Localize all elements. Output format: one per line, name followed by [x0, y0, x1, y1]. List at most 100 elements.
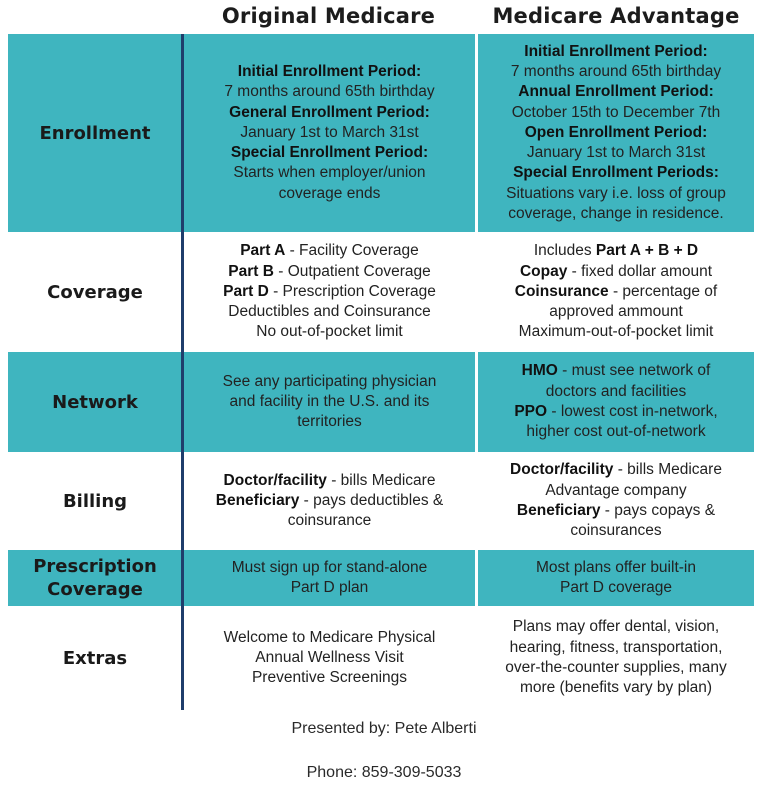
- cell-line-text: - must see network of: [557, 362, 711, 380]
- cell-line-text: Most plans offer built-in: [536, 558, 696, 576]
- cell-line: Part D - Prescription Coverage: [223, 282, 436, 302]
- cell-line: Part A - Facility Coverage: [240, 241, 419, 261]
- cell-line-text: - pays copays &: [600, 502, 716, 519]
- cell-line-text: - Prescription Coverage: [268, 282, 436, 300]
- cell-line-text: January 1st to March 31st: [240, 123, 419, 141]
- cell-line-text: coinsurance: [287, 512, 372, 530]
- cell-line: Part B - Outpatient Coverage: [228, 262, 430, 282]
- cell-line: Part D coverage: [560, 578, 672, 598]
- cell-line-term: Beneficiary: [215, 491, 300, 509]
- cell-line-text: coverage ends: [278, 184, 381, 202]
- cell-line: coinsurances: [570, 521, 661, 541]
- cell-line: Situations vary i.e. loss of group: [506, 184, 726, 204]
- cell-original: See any participating physician and facil…: [184, 352, 475, 452]
- row-label-line: Extras: [62, 647, 128, 669]
- row-label: Coverage: [8, 232, 182, 352]
- cell-line-text: October 15th to December 7th: [511, 103, 721, 121]
- cell-line-text: Deductibles and Coinsurance: [228, 303, 431, 321]
- cell-line: See any participating physician: [223, 372, 437, 392]
- cell-line-term: Special Enrollment Period:: [230, 144, 429, 162]
- cell-line-text: - fixed dollar amount: [567, 262, 713, 280]
- cell-line: Beneficiary - pays deductibles &: [216, 491, 443, 511]
- table-header: Original Medicare Medicare Advantage: [0, 0, 768, 36]
- cell-line: more (benefits vary by plan): [520, 678, 712, 698]
- cell-line-term: Initial Enrollment Period:: [524, 42, 708, 60]
- cell-line-term: Annual Enrollment Period:: [518, 83, 714, 101]
- cell-line-text: - Facility Coverage: [285, 242, 419, 260]
- cell-line-text: Situations vary i.e. loss of group: [506, 184, 726, 202]
- cell-line-term: Copay: [519, 262, 568, 280]
- cell-line-term: Part B: [228, 262, 274, 280]
- cell-line: PPO - lowest cost in-network,: [514, 402, 717, 422]
- cell-line: Initial Enrollment Period:: [238, 62, 421, 82]
- cell-line-text: 7 months around 65th birthday: [510, 62, 722, 80]
- cell-line-term: Part A + B + D: [595, 242, 699, 260]
- cell-line-text: Welcome to Medicare Physical: [223, 628, 436, 646]
- cell-line-term: HMO: [521, 362, 558, 380]
- cell-line: HMO - must see network of: [522, 361, 711, 381]
- row-label: Billing: [8, 452, 182, 550]
- cell-line-text: doctors and facilities: [545, 382, 687, 400]
- cell-line-text: - Outpatient Coverage: [273, 262, 431, 280]
- cell-line: Includes Part A + B + D: [534, 241, 698, 261]
- cell-line-text: See any participating physician: [222, 372, 437, 390]
- cell-line-text: Advantage company: [545, 481, 687, 499]
- row-label-line: Network: [52, 391, 138, 413]
- cell-line-term: Doctor/facility: [510, 461, 614, 479]
- cell-line: 7 months around 65th birthday: [511, 62, 721, 82]
- phone-text: Phone: 859-309-5033: [306, 764, 462, 781]
- cell-line-term: Beneficiary: [516, 502, 601, 519]
- cell-line-term: Coinsurance: [514, 282, 609, 300]
- cell-line: January 1st to March 31st: [240, 123, 418, 143]
- cell-line-text: Starts when employer/union: [233, 164, 426, 182]
- cell-line: Maximum-out-of-pocket limit: [519, 322, 714, 342]
- row-label-line: Coverage: [47, 579, 143, 600]
- row-label: Extras: [8, 606, 182, 710]
- cell-line-term: Open Enrollment Period:: [524, 123, 708, 141]
- cell-line: approved ammount: [549, 302, 683, 322]
- cell-line-text: and facility in the U.S. and its: [229, 392, 430, 410]
- cell-line: Initial Enrollment Period:: [524, 42, 707, 62]
- header-original-medicare: Original Medicare: [221, 4, 436, 28]
- cell-line: Deductibles and Coinsurance: [228, 302, 430, 322]
- cell-line-text: Maximum-out-of-pocket limit: [518, 323, 714, 341]
- cell-line-text: hearing, fitness, transportation,: [509, 638, 723, 656]
- cell-line: territories: [297, 412, 362, 432]
- cell-line: Starts when employer/union: [233, 163, 425, 183]
- presenter-text: Presented by: Pete Alberti: [291, 720, 477, 737]
- cell-line: Annual Enrollment Period:: [518, 82, 713, 102]
- cell-line-text: No out-of-pocket limit: [256, 323, 403, 341]
- cell-line-text: Part D coverage: [560, 579, 672, 596]
- cell-line: Special Enrollment Periods:: [513, 163, 719, 183]
- cell-line: Coinsurance - percentage of: [515, 282, 717, 302]
- cell-line-text: coinsurances: [570, 522, 662, 540]
- cell-line: doctors and facilities: [546, 382, 686, 402]
- cell-line: Welcome to Medicare Physical: [224, 628, 436, 648]
- cell-line-prefix: Includes: [533, 242, 596, 260]
- cell-line: Plans may offer dental, vision,: [513, 617, 720, 637]
- row-label-line: Enrollment: [39, 122, 151, 144]
- cell-line: Preventive Screenings: [252, 668, 407, 688]
- cell-line: Doctor/facility - bills Medicare: [224, 471, 436, 491]
- cell-line-text: more (benefits vary by plan): [519, 679, 713, 697]
- row-label: Enrollment: [8, 34, 182, 232]
- cell-line: No out-of-pocket limit: [256, 322, 402, 342]
- cell-line-text: Plans may offer dental, vision,: [512, 618, 720, 636]
- cell-line-term: General Enrollment Period:: [229, 103, 430, 121]
- cell-line-term: Doctor/facility: [223, 471, 327, 489]
- cell-line: October 15th to December 7th: [512, 103, 721, 123]
- cell-line-text: coverage, change in residence.: [508, 205, 724, 223]
- cell-line: coverage ends: [279, 184, 381, 204]
- cell-line-text: Preventive Screenings: [251, 669, 408, 687]
- header-medicare-advantage: Medicare Advantage: [492, 4, 740, 28]
- cell-line-term: PPO: [514, 403, 548, 420]
